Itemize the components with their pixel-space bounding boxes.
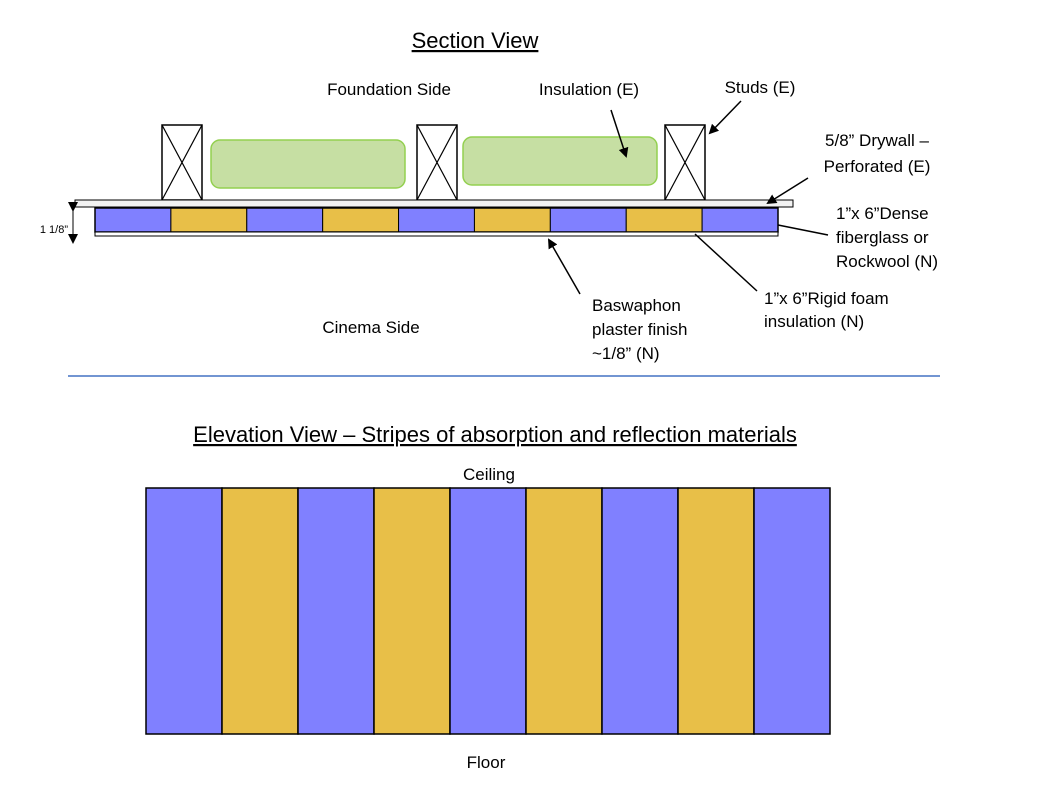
plaster-label-line-3: ~1/8” (N) <box>592 344 660 363</box>
dense-fiberglass-label-line-1: 1”x 6”Dense <box>836 204 929 223</box>
floor-label: Floor <box>467 753 506 772</box>
elevation-view-title: Elevation View – Stripes of absorption a… <box>193 422 797 447</box>
rigid-foam-strip <box>473 207 551 233</box>
rigid-foam-label-line-1: 1”x 6”Rigid foam <box>764 289 889 308</box>
elevation-rigid-foam-stripe <box>373 487 451 735</box>
dense-fiberglass-strip <box>94 207 172 233</box>
rigid-foam-strip <box>625 207 703 233</box>
insulation-leader-arrow <box>610 109 629 158</box>
rigid-foam-strip <box>170 207 248 233</box>
elevation-fiberglass-stripe <box>145 487 223 735</box>
elevation-fiberglass-stripe <box>601 487 679 735</box>
elevation-rigid-foam-stripe <box>677 487 755 735</box>
dense-fiberglass-strip <box>398 207 475 233</box>
elevation-stripe-group <box>145 487 831 735</box>
drywall-label-line-2: Perforated (E) <box>824 157 931 176</box>
stud <box>416 124 458 201</box>
insulation-label: Insulation (E) <box>539 80 639 99</box>
section-strip-layer <box>94 207 779 233</box>
elevation-rigid-foam-stripe <box>525 487 603 735</box>
plaster-leader-arrow <box>548 238 581 295</box>
plaster-label-line-1: Baswaphon <box>592 296 681 315</box>
elevation-fiberglass-stripe <box>753 487 831 735</box>
plaster-finish-layer <box>94 231 779 237</box>
drywall-panel <box>74 199 794 208</box>
thickness-dimension-label: 1 1/8” <box>40 224 68 236</box>
plaster-label-line-2: plaster finish <box>592 320 687 339</box>
stud <box>161 124 203 201</box>
drywall-leader-arrow <box>766 177 809 205</box>
ceiling-label: Ceiling <box>463 465 515 484</box>
rigid-foam-strip <box>322 207 400 233</box>
dense-fiberglass-label-line-2: fiberglass or <box>836 228 929 247</box>
studs-leader-arrow <box>708 100 742 135</box>
insulation-batt <box>210 139 406 189</box>
rigid-foam-leader-line <box>694 233 758 292</box>
dense-fiberglass-strip <box>246 207 324 233</box>
studs-label: Studs (E) <box>725 78 796 97</box>
dense-fiberglass-label-line-3: Rockwool (N) <box>836 252 938 271</box>
rigid-foam-label-line-2: insulation (N) <box>764 312 864 331</box>
insulation-batt <box>462 136 658 186</box>
elevation-rigid-foam-stripe <box>221 487 299 735</box>
foundation-side-label: Foundation Side <box>327 80 451 99</box>
drywall-label-line-1: 5/8” Drywall – <box>825 131 929 150</box>
dense-fiberglass-leader-line <box>777 224 829 236</box>
dense-fiberglass-strip <box>549 207 627 233</box>
dense-fiberglass-strip <box>701 207 779 233</box>
elevation-fiberglass-stripe <box>297 487 375 735</box>
stud <box>664 124 706 201</box>
section-view-title: Section View <box>412 28 539 53</box>
cinema-side-label: Cinema Side <box>322 318 419 337</box>
elevation-fiberglass-stripe <box>449 487 527 735</box>
